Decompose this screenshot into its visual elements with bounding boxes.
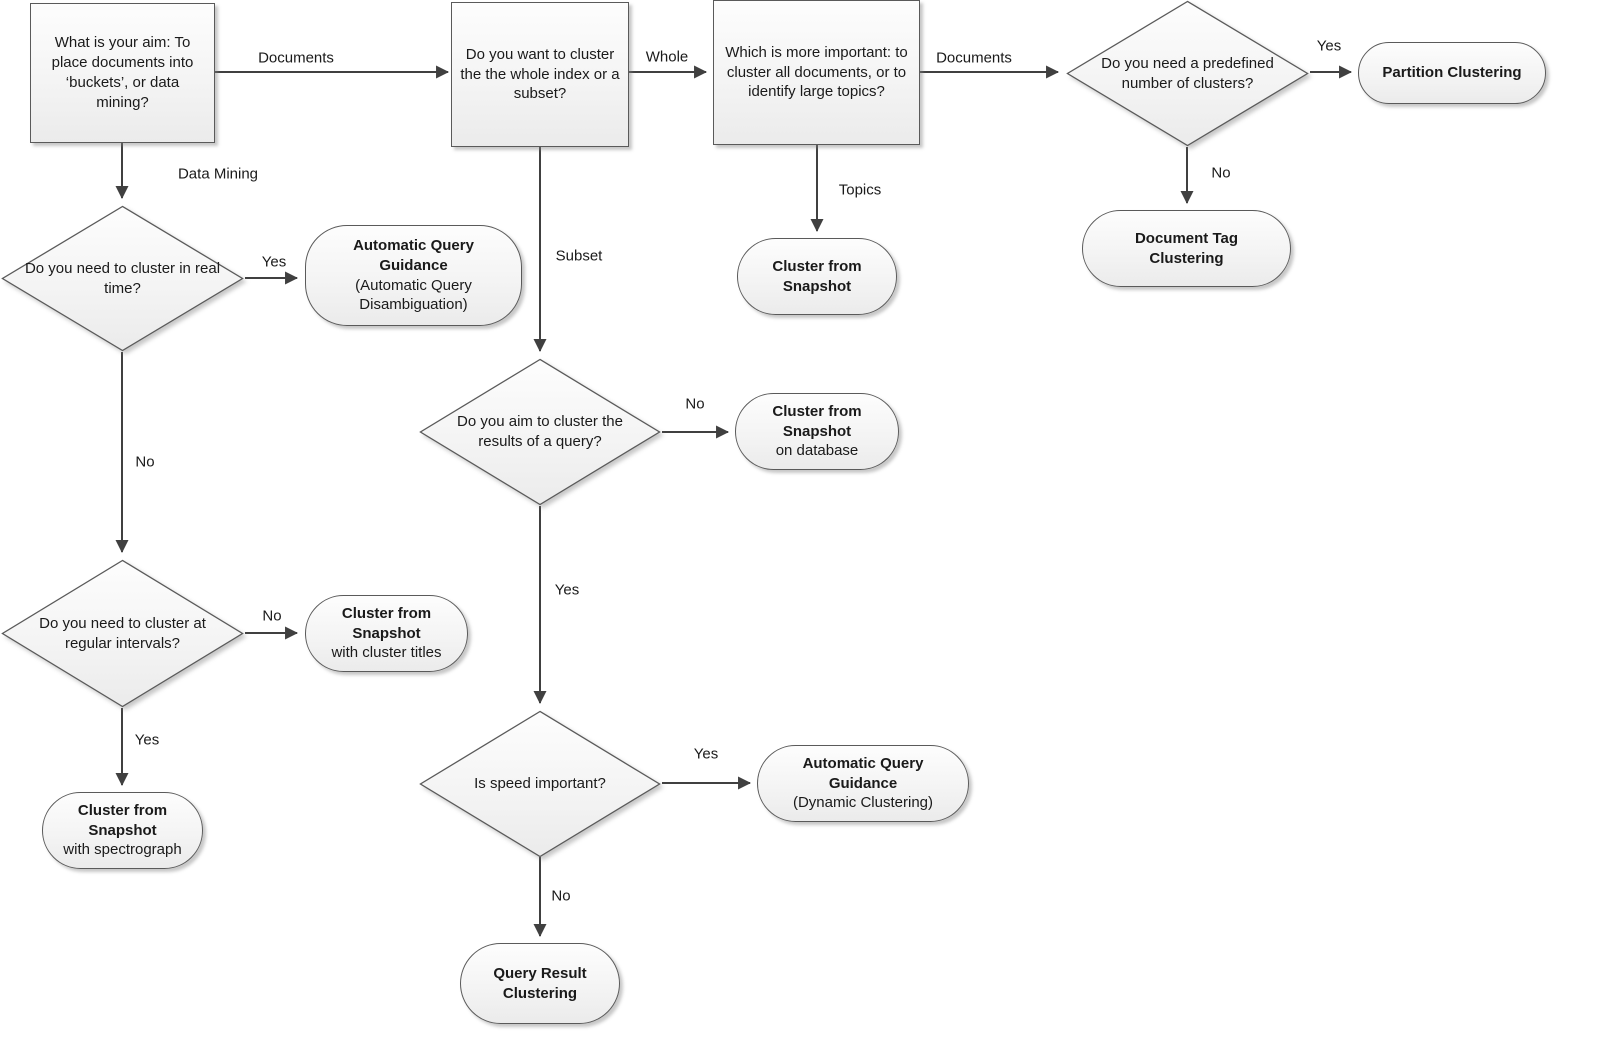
edge-label-intervals-yes: Yes — [134, 731, 160, 749]
terminal-automatic-query-guidance-disambiguation: Automatic Query Guidance(Automatic Query… — [305, 225, 522, 326]
terminal-cluster-from-snapshot-database: Cluster from Snapshot on database — [735, 393, 899, 470]
terminal-title: Cluster from Snapshot — [772, 402, 862, 440]
edge-label-realtime-no: No — [135, 453, 155, 471]
terminal-subtitle: (Automatic Query Disambiguation) — [355, 276, 472, 314]
edge-label-aim-data-mining: Data Mining — [177, 165, 259, 183]
edge-label-whole: Whole — [645, 48, 689, 66]
diamond-shape — [0, 559, 245, 708]
question-importance: Which is more important: to cluster all … — [713, 0, 920, 145]
terminal-document-tag-clustering: Document Tag Clustering — [1082, 210, 1291, 287]
terminal-title: Automatic Query Guidance — [802, 754, 924, 792]
terminal-automatic-query-guidance-dynamic: Automatic Query Guidance (Dynamic Cluster… — [757, 745, 969, 822]
decision-realtime: Do you need to cluster in real time? — [0, 205, 245, 352]
decision-speed-text: Is speed important? — [474, 775, 606, 793]
terminal-cluster-from-snapshot: Cluster from Snapshot — [737, 238, 897, 315]
question-whole-or-subset-text: Do you want to cluster the the whole ind… — [460, 45, 620, 103]
terminal-title: Partition Clustering — [1382, 64, 1522, 82]
terminal-title: Cluster from Snapshot — [341, 604, 432, 642]
question-whole-or-subset: Do you want to cluster the the whole ind… — [451, 2, 629, 147]
terminal-cluster-from-snapshot-spectrograph: Cluster from Snapshot with spectrograph — [42, 792, 203, 869]
edge-label-aim-documents: Documents — [258, 49, 334, 67]
diamond-shape — [0, 205, 245, 352]
diamond-shape — [1065, 0, 1310, 147]
decision-predefined-clusters-text: Do you need a predefined number of clust… — [1101, 54, 1274, 92]
decision-regular-intervals-text: Do you need to cluster at regular interv… — [39, 614, 206, 652]
edge-label-query-no: No — [685, 395, 705, 413]
decision-predefined-clusters: Do you need a predefined number of clust… — [1065, 0, 1310, 147]
edge-label-subset: Subset — [555, 247, 603, 265]
edge-label-speed-no: No — [551, 887, 571, 905]
decision-realtime-text: Do you need to cluster in real time? — [24, 259, 221, 297]
terminal-subtitle: with cluster titles — [331, 644, 442, 662]
decision-query-results-text: Do you aim to cluster the results of a q… — [457, 413, 623, 450]
decision-query-results: Do you aim to cluster the results of a q… — [418, 358, 662, 506]
question-aim: What is your aim: To place documents int… — [30, 3, 215, 143]
question-aim-text: What is your aim: To place documents int… — [51, 34, 194, 111]
edge-label-predefined-no: No — [1211, 164, 1231, 182]
terminal-partition-clustering: Partition Clustering — [1358, 42, 1546, 104]
terminal-subtitle: on database — [775, 442, 859, 460]
edge-label-intervals-no: No — [262, 607, 282, 625]
terminal-cluster-from-snapshot-titles: Cluster from Snapshot with cluster titles — [305, 595, 468, 672]
terminal-title: Cluster from Snapshot — [772, 257, 862, 295]
decision-regular-intervals: Do you need to cluster at regular interv… — [0, 559, 245, 708]
edge-label-speed-yes: Yes — [693, 745, 719, 763]
edge-label-realtime-yes: Yes — [261, 253, 287, 271]
decision-speed: Is speed important? — [418, 710, 662, 858]
edge-label-query-yes: Yes — [554, 581, 580, 599]
edge-label-importance-documents: Documents — [936, 49, 1012, 67]
terminal-query-result-clustering: Query Result Clustering — [460, 943, 620, 1024]
edge-label-predefined-yes: Yes — [1316, 37, 1342, 55]
terminal-title: Query Result Clustering — [493, 964, 587, 1002]
terminal-title: Automatic Query Guidance — [353, 236, 474, 274]
edge-label-importance-topics: Topics — [838, 181, 882, 199]
question-importance-text: Which is more important: to cluster all … — [725, 43, 908, 101]
terminal-title: Cluster from Snapshot — [77, 801, 168, 839]
terminal-subtitle: (Dynamic Clustering) — [792, 794, 934, 812]
terminal-subtitle: with spectrograph — [63, 841, 182, 859]
diamond-shape — [418, 358, 662, 506]
diamond-shape — [418, 710, 662, 858]
terminal-title: Document Tag Clustering — [1134, 229, 1239, 267]
